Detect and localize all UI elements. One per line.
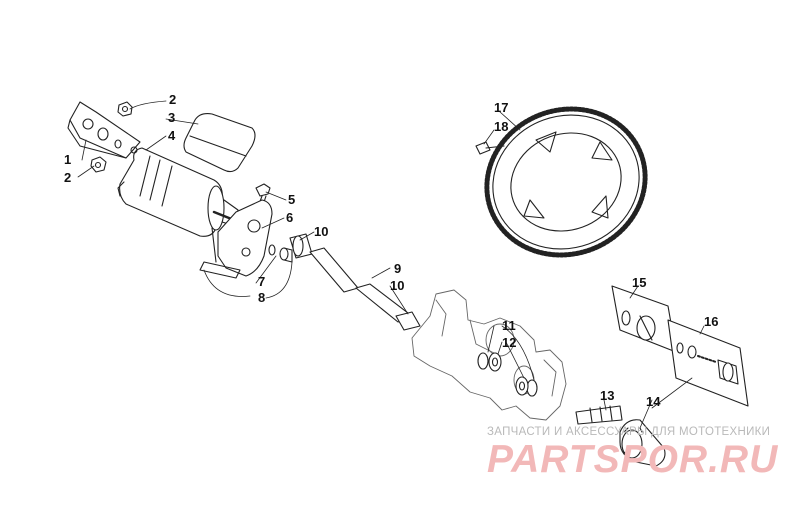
pinion-kit-part-15 [611,285,677,353]
callout-16: 16 [704,314,718,329]
mounting-bracket-part-1 [67,101,141,159]
ring-gear-part-17 [484,106,648,258]
callout-11: 11 [502,318,516,333]
callout-7: 7 [258,274,265,289]
callout-8: 8 [258,290,265,305]
seal-part-11 [477,352,538,397]
drive-shaft-part-9 [309,247,421,331]
bendix-shaft-part-13 [575,405,623,425]
screw-part-18 [475,141,505,155]
end-bracket-part-6 [199,199,273,279]
callout-18: 18 [494,119,508,134]
bearing-part-12 [488,352,529,396]
watermark-tagline: ЗАПЧАСТИ И АКСЕССУАРЫ ДЛЯ МОТОТЕХНИКИ [487,426,771,438]
callout-17: 17 [494,100,508,115]
leader-lines [77,100,705,429]
callout-4: 4 [168,128,176,143]
spring-kit-part-16 [667,319,749,407]
callout-10-lower: 10 [390,278,404,293]
washer-part-7 [268,244,293,263]
coupler-part-10-upper [289,233,313,259]
callout-15: 15 [632,275,646,290]
callout-13: 13 [600,388,614,403]
callout-14: 14 [646,394,661,409]
engine-case-housing [411,289,567,421]
callout-labels: 2 3 4 1 2 5 6 10 7 8 9 10 11 12 13 14 15… [64,92,718,409]
watermark-brand: PARTSPOR.RU [487,438,779,481]
callout-10-upper: 10 [314,224,328,239]
callout-2-lower: 2 [64,170,71,185]
starter-cover-part-3 [183,113,256,173]
callout-5: 5 [288,192,295,207]
callout-2-upper: 2 [169,92,176,107]
nut-part-2-lower [90,156,107,173]
callout-6: 6 [286,210,293,225]
starter-motor-part-4 [117,146,239,237]
nut-part-2-upper [117,101,133,117]
starter-drive-part-14 [619,419,666,467]
callout-9: 9 [394,261,401,276]
callout-1: 1 [64,152,71,167]
callout-3: 3 [168,110,175,125]
callout-12: 12 [502,335,516,350]
